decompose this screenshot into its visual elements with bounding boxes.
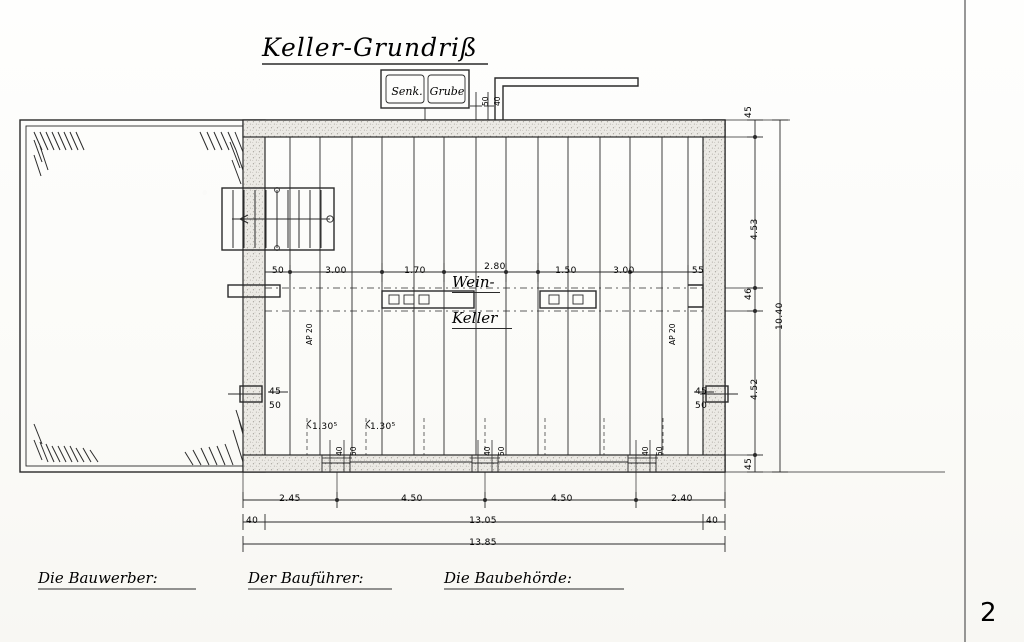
room-label-keller: Keller <box>452 309 498 327</box>
opening-left-bottom: 50 <box>269 401 282 411</box>
wall-opening-left <box>228 385 263 403</box>
dim-bottom-sub-right: 40 <box>706 516 719 526</box>
dim-interior-2: 1.70 <box>404 266 426 276</box>
dim-right-total: 10.40 <box>775 302 785 330</box>
fraction-win-3-bottom: 50 <box>655 446 664 456</box>
cellar-walls <box>242 119 726 473</box>
fraction-win-1-bottom: 50 <box>349 446 358 456</box>
dim-bottom-3: 2.40 <box>671 494 693 504</box>
bottom-fraction-ticks <box>322 440 658 472</box>
bottom-dimension-chains <box>242 472 726 552</box>
wein-underline <box>452 292 500 293</box>
dim-bottom-1: 4.50 <box>401 494 423 504</box>
dim-right-0: 45 <box>744 105 754 118</box>
dim-interior-1: 3.00 <box>325 266 347 276</box>
interior-dimension-chain <box>264 263 704 282</box>
dim-bottom-2: 4.50 <box>551 494 573 504</box>
dim-right-4: 45 <box>744 457 754 470</box>
fraction-win-2-bottom: 50 <box>497 446 506 456</box>
dim-right-2: 46 <box>744 287 754 300</box>
dim-interior-3: 2.80 <box>484 262 506 272</box>
senk-grube-boxes <box>380 69 639 120</box>
fraction-grube-b-top: 40 <box>493 96 502 106</box>
dim-bottom-sub-left: 40 <box>246 516 259 526</box>
dim-bottom-total: 13.85 <box>469 538 497 548</box>
dim-right-1: 4.53 <box>750 218 760 240</box>
wall-opening-right <box>700 385 738 403</box>
signature-bauführer: Der Bauführer: <box>248 569 364 587</box>
grube-fraction-ticks <box>470 92 494 120</box>
room-label-wein: Wein- <box>452 273 495 291</box>
opening-left-top: 45 <box>269 387 282 397</box>
dim-right-3: 4.52 <box>750 378 760 400</box>
page-number: 2 <box>980 598 997 628</box>
dim-interior-5: 3.00 <box>613 266 635 276</box>
opening-right-bottom: 50 <box>695 401 708 411</box>
staircase <box>221 187 335 251</box>
dim-bottom-0: 2.45 <box>279 494 301 504</box>
bottom-wall-openings <box>321 454 657 473</box>
dim-interior-6: 55 <box>691 266 705 276</box>
right-dimension-chains <box>725 119 945 473</box>
dim-interior-0: 50 <box>271 266 285 276</box>
window-width-marks <box>306 418 664 455</box>
window-width-1: 1.30⁵ <box>312 422 338 432</box>
pit-label-left: AP 20 <box>305 323 314 345</box>
signature-bauwerber: Die Bauwerber: <box>38 569 158 587</box>
dim-interior-4: 1.50 <box>555 266 577 276</box>
keller-underline <box>452 328 512 329</box>
window-width-2: 1.30⁵ <box>370 422 396 432</box>
signature-baubehörde: Die Baubehörde: <box>444 569 572 587</box>
senk-grube-left-label: Senk. <box>391 85 423 98</box>
senk-grube-right-label: Grube <box>429 85 465 98</box>
unexcavated-area-hatching <box>33 131 249 466</box>
vault-beam-lines <box>289 137 689 455</box>
pit-label-right: AP 20 <box>668 323 677 345</box>
opening-right-top: 45 <box>695 387 708 397</box>
interior-partition-wall <box>227 284 704 312</box>
page-title: Keller-Grundriß <box>262 33 478 62</box>
dim-bottom-sub-center: 13.05 <box>469 516 497 526</box>
